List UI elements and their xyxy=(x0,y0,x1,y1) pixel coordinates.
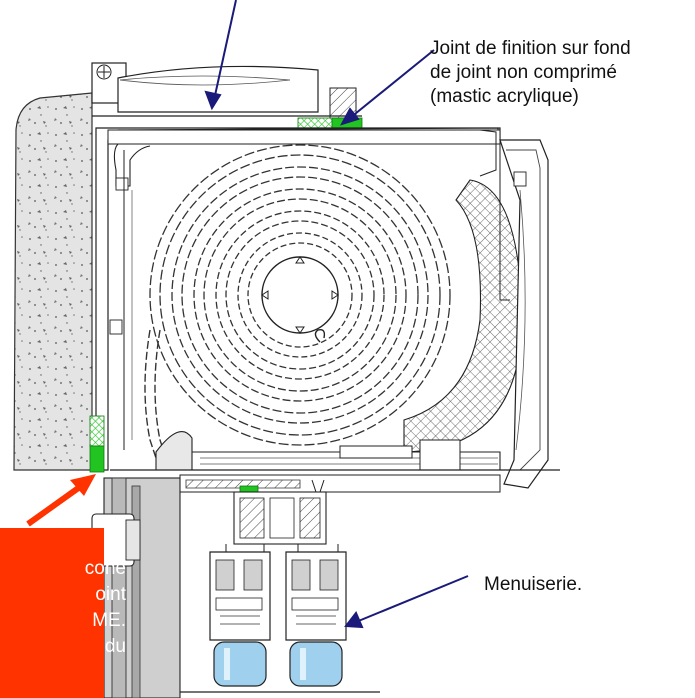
callout-line-1: cone xyxy=(84,558,126,579)
arrow-top-head xyxy=(204,90,222,111)
callout-box-background xyxy=(0,528,104,698)
finishing-joint-label-line-3: (mastic acrylique) xyxy=(430,86,579,107)
shutter-curtain xyxy=(144,329,171,471)
arrow-finishing-joint-line xyxy=(349,49,435,119)
wall-joint-bottom xyxy=(89,415,105,473)
arrows xyxy=(204,0,469,629)
callout-text: cone oint ME. du xyxy=(0,556,126,660)
callout-box: cone oint ME. du xyxy=(0,520,130,698)
top-lintel xyxy=(91,62,362,119)
bottom-rail xyxy=(110,430,560,500)
finishing-joint-label-line-2: de joint non comprimé xyxy=(430,62,617,83)
rolled-shutter-slats xyxy=(149,144,451,446)
shutter-box-housing xyxy=(95,127,510,471)
finishing-joint-label: Joint de finition sur fond de joint non … xyxy=(430,37,631,109)
callout-line-2: oint xyxy=(95,584,126,605)
callout-arrow xyxy=(26,474,96,527)
arrow-finishing-joint-head xyxy=(339,107,360,126)
arrow-joinery-head xyxy=(344,611,364,629)
finishing-joint-label-line-1: Joint de finition sur fond xyxy=(430,38,631,59)
callout-line-4: du xyxy=(104,636,126,657)
concrete-wall xyxy=(13,92,93,471)
arrow-joinery-line xyxy=(355,575,469,623)
window-frame-left xyxy=(91,477,181,698)
joinery-label: Menuiserie. xyxy=(484,574,583,595)
right-insulation xyxy=(403,139,549,489)
shaft xyxy=(261,256,339,343)
callout-line-3: ME. xyxy=(92,610,126,631)
arrow-top-line xyxy=(213,0,237,101)
window-joinery-profiles xyxy=(180,491,380,693)
